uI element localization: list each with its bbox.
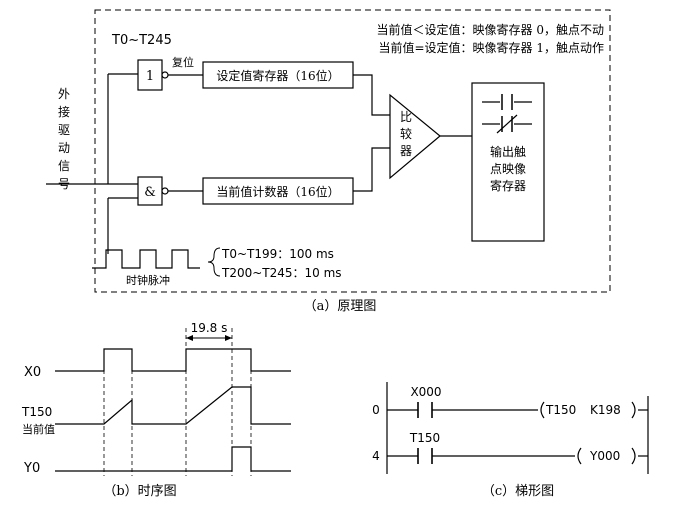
clock-spec-2: T200~T245：10 ms xyxy=(221,266,342,280)
and-gate xyxy=(137,176,163,206)
normally-open-contact-icon xyxy=(482,94,532,110)
duration-label: 19.8 s xyxy=(191,321,228,335)
clock-pulse-wave xyxy=(92,249,200,269)
current-value-label: 当前值 xyxy=(22,422,55,436)
input-char-2: 接 xyxy=(58,104,70,119)
output-register-line-3: 寄存器 xyxy=(490,178,526,193)
rung2-coil-close xyxy=(631,447,636,465)
not-gate-bubble xyxy=(161,71,169,79)
and-gate-symbol: & xyxy=(144,185,156,200)
preset-to-comparator xyxy=(353,74,390,116)
reset-label: 复位 xyxy=(172,55,194,69)
normally-closed-contact-icon xyxy=(482,114,532,134)
counter-to-comparator xyxy=(353,147,390,192)
rule-less-text: 当前值＜设定值：映像寄存器 0，触点不动 xyxy=(377,22,604,37)
output-register-line-2: 点映像 xyxy=(490,162,526,176)
duration-arrow xyxy=(186,335,232,341)
rung1-step: 0 xyxy=(372,403,380,417)
caption-principle: （a）原理图 xyxy=(304,299,377,314)
input-char-3: 驱 xyxy=(58,123,70,137)
input-char-4: 动 xyxy=(58,141,70,155)
rung2-contact-icon xyxy=(387,448,575,464)
counter-register-label: 当前值计数器（16位） xyxy=(216,184,339,199)
caption-ladder: （c）梯形图 xyxy=(482,484,554,499)
preset-register-label: 设定值寄存器（16位） xyxy=(216,68,339,83)
rung1-coil-close xyxy=(631,401,636,419)
y0-waveform xyxy=(55,446,291,472)
rung1-contact-icon xyxy=(387,402,538,418)
comparator-char-1: 比 xyxy=(400,110,412,124)
rung2-step: 4 xyxy=(372,449,380,463)
comparator-char-2: 较 xyxy=(400,126,412,141)
not-gate-symbol: 1 xyxy=(146,69,154,84)
timer-range-label: T0~T245 xyxy=(111,33,172,48)
rung2-coil-name: Y000 xyxy=(589,449,620,463)
timing-guide-lines xyxy=(103,328,252,476)
and-gate-bubble xyxy=(161,187,169,195)
y0-label: Y0 xyxy=(23,461,40,476)
clock-spec-1: T0~T199：100 ms xyxy=(221,247,334,261)
rung1-coil-name: T150 xyxy=(545,403,576,417)
output-register-box xyxy=(471,82,545,242)
comparator-char-3: 器 xyxy=(400,144,412,158)
input-char-1: 外 xyxy=(58,87,70,101)
rule-equal-text: 当前值=设定值：映像寄存器 1，触点动作 xyxy=(378,40,604,55)
t150-waveform xyxy=(55,386,291,425)
x0-label: X0 xyxy=(24,365,41,380)
rung1-coil-setting: K198 xyxy=(590,403,621,417)
clock-spec-brace xyxy=(207,247,221,277)
t150-label: T150 xyxy=(21,405,52,419)
input-char-5: 信 xyxy=(58,159,70,173)
input-signal-label: 外 接 驱 动 信 号 xyxy=(58,87,70,191)
rung2-coil-open xyxy=(577,447,582,465)
caption-timing: （b）时序图 xyxy=(103,484,176,499)
clock-pulse-label: 时钟脉冲 xyxy=(126,273,170,287)
comparator xyxy=(389,93,441,180)
rung2-contact-label: T150 xyxy=(409,431,440,445)
rung1-coil-open xyxy=(540,401,545,419)
rung1-contact-label: X000 xyxy=(410,385,441,399)
principle-dashed-frame xyxy=(94,9,611,293)
output-register-line-1: 输出触 xyxy=(490,144,526,159)
x0-waveform xyxy=(55,348,291,372)
not-gate xyxy=(137,59,163,91)
